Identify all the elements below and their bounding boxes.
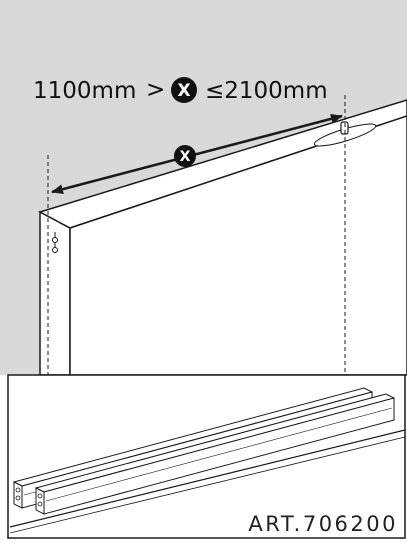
arrow-x-label: X: [180, 149, 191, 165]
connector-rails-illustration: [9, 387, 406, 534]
screw-holes-icon: [52, 232, 58, 253]
measurement-arrow: [51, 113, 343, 195]
measurement-gt: >: [146, 77, 165, 103]
measurement-x-label: X: [177, 81, 190, 101]
measurement-min: 1100mm: [33, 78, 136, 104]
article-number: ART.706200: [248, 512, 398, 536]
measurement-x-badge: X: [171, 77, 197, 103]
arrow-x-badge: X: [174, 145, 196, 167]
measurement-max: ≤2100mm: [205, 78, 328, 104]
